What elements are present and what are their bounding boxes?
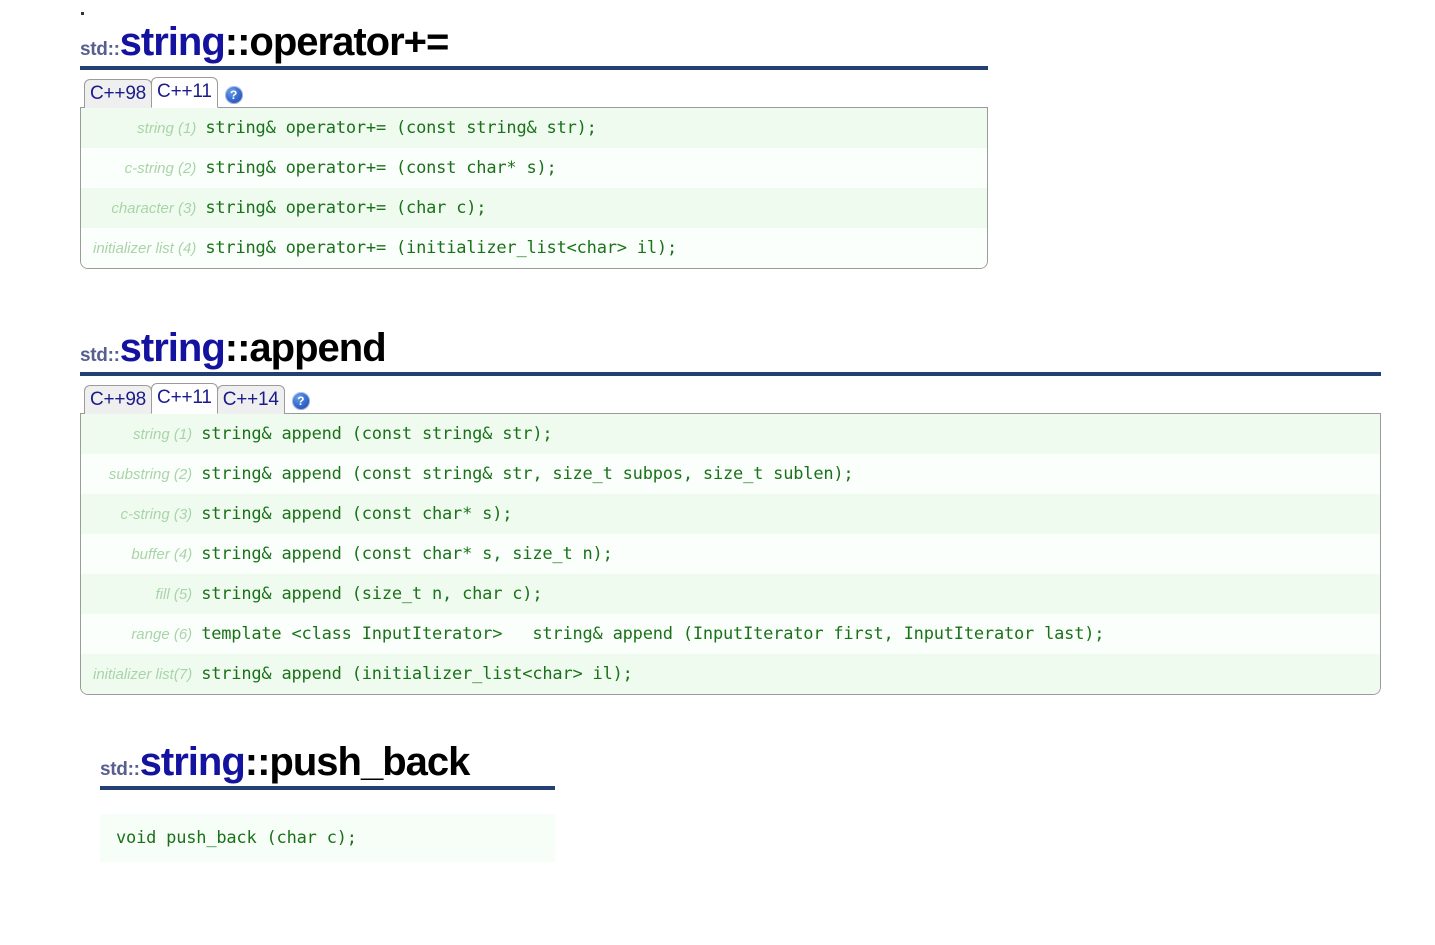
tab-cpp98[interactable]: C++98 bbox=[84, 385, 153, 414]
signature-tag: fill (5) bbox=[81, 574, 202, 614]
table-row: substring (2) string& append (const stri… bbox=[81, 454, 1380, 494]
table-row: string (1) string& operator+= (const str… bbox=[81, 108, 987, 148]
signature-code: string& append (const char* s, size_t n)… bbox=[201, 534, 1380, 574]
tab-cpp98[interactable]: C++98 bbox=[84, 79, 153, 108]
heading-member: push_back bbox=[269, 740, 470, 784]
heading-class: string bbox=[119, 326, 226, 370]
signature-code: string& operator+= (const string& str); bbox=[205, 108, 987, 148]
signature-code: string& operator+= (initializer_list<cha… bbox=[205, 228, 987, 268]
heading-namespace: std:: bbox=[100, 759, 140, 780]
signature-tag: string (1) bbox=[81, 414, 202, 454]
signature-tag: character (3) bbox=[81, 188, 206, 228]
table-row: initializer list(7) string& append (init… bbox=[81, 654, 1380, 694]
page-title-append: std::string::append bbox=[80, 328, 1381, 376]
section-push-back: std::string::push_back void push_back (c… bbox=[100, 742, 555, 862]
page-title-operator-plus-equals: std::string::operator+= bbox=[80, 22, 988, 70]
table-row: c-string (2) string& operator+= (const c… bbox=[81, 148, 987, 188]
heading-namespace: std:: bbox=[80, 345, 120, 366]
heading-class: string bbox=[119, 20, 226, 64]
standard-version-tabs-operator-plus-equals: C++98 C++11 ? bbox=[80, 77, 988, 108]
heading-namespace: std:: bbox=[80, 39, 120, 60]
table-row: range (6) template <class InputIterator>… bbox=[81, 614, 1380, 654]
help-question-icon[interactable]: ? bbox=[224, 86, 243, 104]
signature-tag: initializer list (4) bbox=[81, 228, 206, 268]
signature-code: string& append (const char* s); bbox=[201, 494, 1380, 534]
heading-class: string bbox=[139, 740, 246, 784]
page-title-push-back: std::string::push_back bbox=[100, 742, 555, 790]
signature-tag: substring (2) bbox=[81, 454, 202, 494]
heading-member: append bbox=[249, 326, 386, 370]
signature-tag: buffer (4) bbox=[81, 534, 202, 574]
signature-list-append: string (1) string& append (const string&… bbox=[80, 414, 1381, 695]
table-row: character (3) string& operator+= (char c… bbox=[81, 188, 987, 228]
heading-separator: :: bbox=[224, 326, 251, 370]
signature-code: string& operator+= (const char* s); bbox=[205, 148, 987, 188]
section-operator-plus-equals: std::string::operator+= C++98 C++11 ? st… bbox=[80, 22, 988, 269]
table-row: buffer (4) string& append (const char* s… bbox=[81, 534, 1380, 574]
signature-code: string& append (initializer_list<char> i… bbox=[201, 654, 1380, 694]
signature-tag: c-string (2) bbox=[81, 148, 206, 188]
tab-cpp14[interactable]: C++14 bbox=[216, 385, 285, 414]
signature-code-push-back: void push_back (char c); bbox=[100, 814, 555, 862]
signature-code: string& append (const string& str, size_… bbox=[201, 454, 1380, 494]
section-append: std::string::append C++98 C++11 C++14 ? … bbox=[80, 328, 1381, 695]
signature-list-operator-plus-equals: string (1) string& operator+= (const str… bbox=[80, 108, 988, 269]
standard-version-tabs-append: C++98 C++11 C++14 ? bbox=[80, 383, 1381, 414]
signature-code: template <class InputIterator> string& a… bbox=[201, 614, 1380, 654]
signature-tag: c-string (3) bbox=[81, 494, 202, 534]
heading-member: operator+= bbox=[249, 20, 449, 64]
table-row: initializer list (4) string& operator+= … bbox=[81, 228, 987, 268]
signature-code: string& operator+= (char c); bbox=[205, 188, 987, 228]
signature-tag: initializer list(7) bbox=[81, 654, 202, 694]
signature-code: string& append (size_t n, char c); bbox=[201, 574, 1380, 614]
heading-separator: :: bbox=[244, 740, 271, 784]
signature-tag: range (6) bbox=[81, 614, 202, 654]
table-row: string (1) string& append (const string&… bbox=[81, 414, 1380, 454]
signature-tag: string (1) bbox=[81, 108, 206, 148]
tab-cpp11[interactable]: C++11 bbox=[151, 77, 218, 108]
signature-code: string& append (const string& str); bbox=[201, 414, 1380, 454]
table-row: c-string (3) string& append (const char*… bbox=[81, 494, 1380, 534]
table-row: fill (5) string& append (size_t n, char … bbox=[81, 574, 1380, 614]
tab-cpp11[interactable]: C++11 bbox=[151, 383, 218, 414]
page-artifact-dot bbox=[81, 12, 84, 15]
heading-separator: :: bbox=[224, 20, 251, 64]
help-question-icon[interactable]: ? bbox=[291, 392, 310, 410]
